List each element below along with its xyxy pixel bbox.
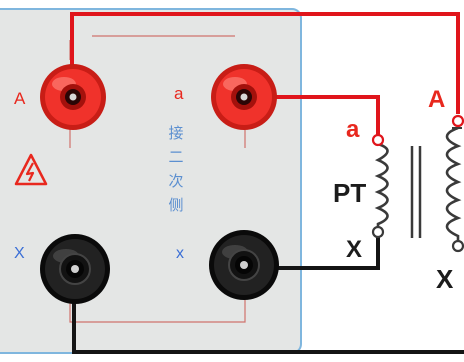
transformer-label-A: A [428, 86, 446, 113]
panel-guide-line [69, 35, 246, 323]
transformer-terminal-X [451, 239, 464, 253]
transformer-label-PT: PT [333, 178, 367, 208]
high-voltage-warning-icon [14, 153, 48, 186]
transformer-label-a: a [346, 116, 360, 143]
red-wire-a [244, 95, 380, 140]
red-wire-A [70, 12, 460, 114]
terminal-label-a: a [174, 84, 184, 103]
black-wire-x [242, 234, 380, 270]
secondary-coil [374, 142, 389, 230]
terminal-label-A: A [14, 89, 26, 108]
black-terminal-X[interactable] [38, 232, 112, 306]
terminal-label-x: x [176, 245, 184, 262]
transformer-terminal-a [371, 133, 385, 147]
black-terminal-x[interactable] [207, 228, 281, 302]
red-terminal-A[interactable] [38, 62, 108, 132]
transformer-label-x: X [346, 236, 363, 263]
secondary-side-caption: 接二次侧 [168, 125, 184, 214]
transformer-terminal-A [451, 114, 464, 128]
transformer-label-X: X [436, 264, 454, 294]
terminal-label-X: X [14, 245, 25, 262]
primary-coil [445, 126, 462, 244]
transformer-terminal-x [371, 225, 385, 239]
red-terminal-a[interactable] [209, 62, 279, 132]
